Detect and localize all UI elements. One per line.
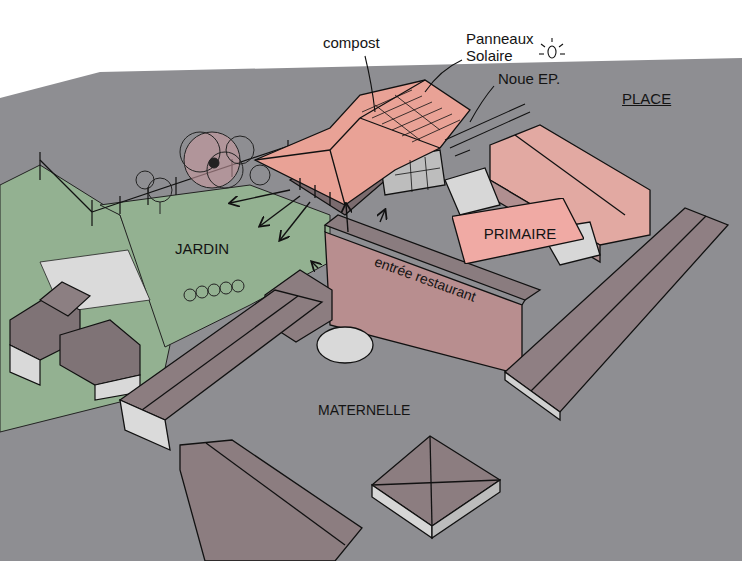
sun-symbol bbox=[539, 38, 565, 58]
leader-lines bbox=[365, 56, 494, 122]
place-name: PLACE bbox=[622, 90, 671, 107]
building-name: PRIMAIRE bbox=[484, 225, 557, 242]
left-house bbox=[10, 282, 140, 400]
kindergarten-buildings bbox=[120, 270, 500, 561]
trees bbox=[136, 132, 270, 301]
site-annotation: JARDIN bbox=[175, 240, 229, 257]
site-annotation: Panneaux Solaire bbox=[466, 30, 534, 65]
view-arrows bbox=[230, 190, 385, 268]
site-annotation: compost bbox=[323, 34, 380, 51]
ground bbox=[0, 58, 742, 561]
building-block: PRIMAIRE bbox=[452, 198, 584, 264]
restaurant-building bbox=[255, 80, 470, 215]
site-annotation: MATERNELLE bbox=[318, 402, 410, 418]
primary-school bbox=[445, 125, 650, 265]
site-annotation: Noue EP. bbox=[498, 70, 560, 87]
